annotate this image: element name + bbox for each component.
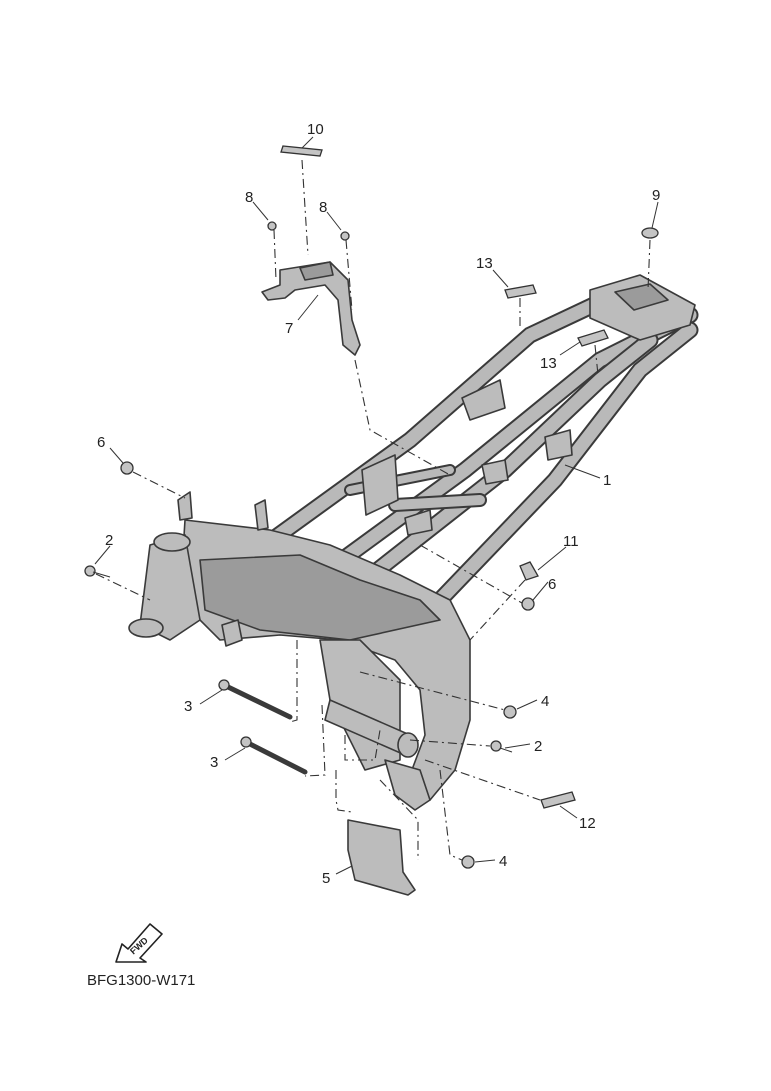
- callout-3-upper: 3: [184, 698, 192, 715]
- callout-2-right: 2: [534, 738, 542, 755]
- callout-4-lower: 4: [499, 853, 507, 870]
- bolt-part-3-lower: [240, 736, 308, 775]
- callout-11: 11: [563, 533, 579, 550]
- grommet-part-9: [641, 227, 659, 239]
- callout-13-upper: 13: [476, 255, 493, 272]
- assembly-lines: [95, 159, 651, 861]
- callout-5: 5: [322, 870, 330, 887]
- callout-2-left: 2: [105, 532, 113, 549]
- callout-9: 9: [652, 187, 660, 204]
- nut-part-8-right: [340, 231, 350, 241]
- nut-part-6-right: [521, 597, 535, 611]
- pad-part-10: [280, 145, 323, 157]
- nut-part-4-upper: [503, 705, 517, 719]
- callout-8-left: 8: [245, 189, 253, 206]
- callout-12: 12: [579, 815, 596, 832]
- callout-6-right: 6: [548, 576, 556, 593]
- fwd-arrow-icon: FWD: [115, 923, 163, 963]
- bolt-part-3-upper: [218, 679, 293, 720]
- pad-part-12: [540, 791, 576, 809]
- callout-3-lower: 3: [210, 754, 218, 771]
- nut-part-6-left: [120, 461, 134, 475]
- callout-8-right: 8: [319, 199, 327, 216]
- pad-part-13-upper: [504, 284, 537, 299]
- nut-part-8-left: [267, 221, 277, 231]
- callout-7: 7: [285, 320, 293, 337]
- bolt-part-2-left: [84, 565, 111, 578]
- nut-part-4-lower: [461, 855, 475, 869]
- bracket-part-7: [261, 261, 361, 356]
- callout-1: 1: [603, 472, 611, 489]
- pad-part-13-lower: [577, 329, 609, 347]
- callout-6-left: 6: [97, 434, 105, 451]
- callout-10: 10: [307, 121, 324, 138]
- callout-4-upper: 4: [541, 693, 549, 710]
- leader-lines: [94, 136, 659, 875]
- cover-part-5: [347, 819, 416, 896]
- main-frame: [128, 274, 699, 811]
- reference-code: BFG1300-W171: [87, 972, 196, 989]
- bolt-part-2-right: [490, 740, 513, 753]
- callout-13-lower: 13: [540, 355, 557, 372]
- pad-part-11: [519, 561, 539, 581]
